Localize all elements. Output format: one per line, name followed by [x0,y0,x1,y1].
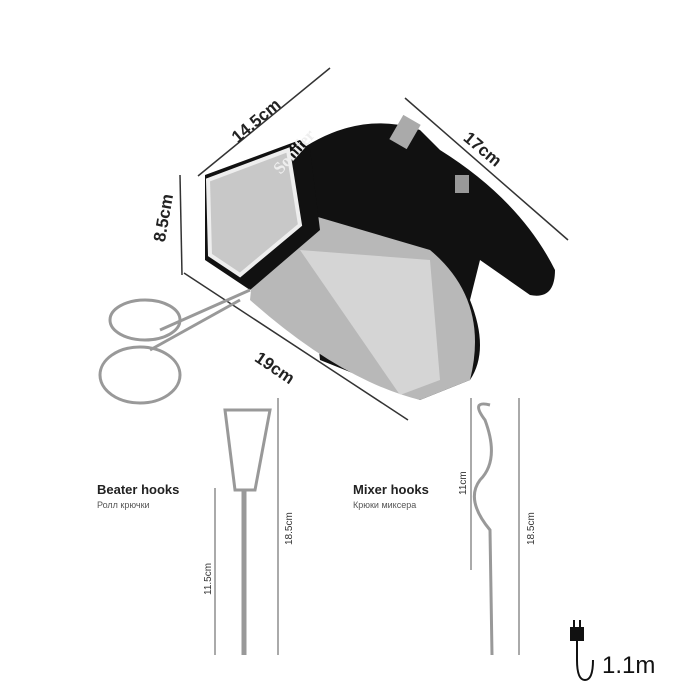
dimension-lines [179,67,569,421]
beater-subtitle: Ролл крючки [97,500,150,510]
mixer-dim-short: 11cm [458,471,469,495]
beater-dim-long: 18.5cm [284,512,295,545]
plug-icon [570,620,594,682]
beater-hook [214,398,279,655]
mixer-title: Mixer hooks [353,482,429,497]
hand-mixer [205,114,555,401]
beater-dim-short: 11.5cm [203,562,214,595]
dough-hook [470,398,520,656]
beater-title: Beater hooks [97,482,180,497]
mixer-dim-long: 18.5cm [526,512,537,545]
attached-beaters [98,288,251,405]
cord-length: 1.1m [602,652,656,679]
mixer-subtitle: Крюки миксера [353,500,417,510]
